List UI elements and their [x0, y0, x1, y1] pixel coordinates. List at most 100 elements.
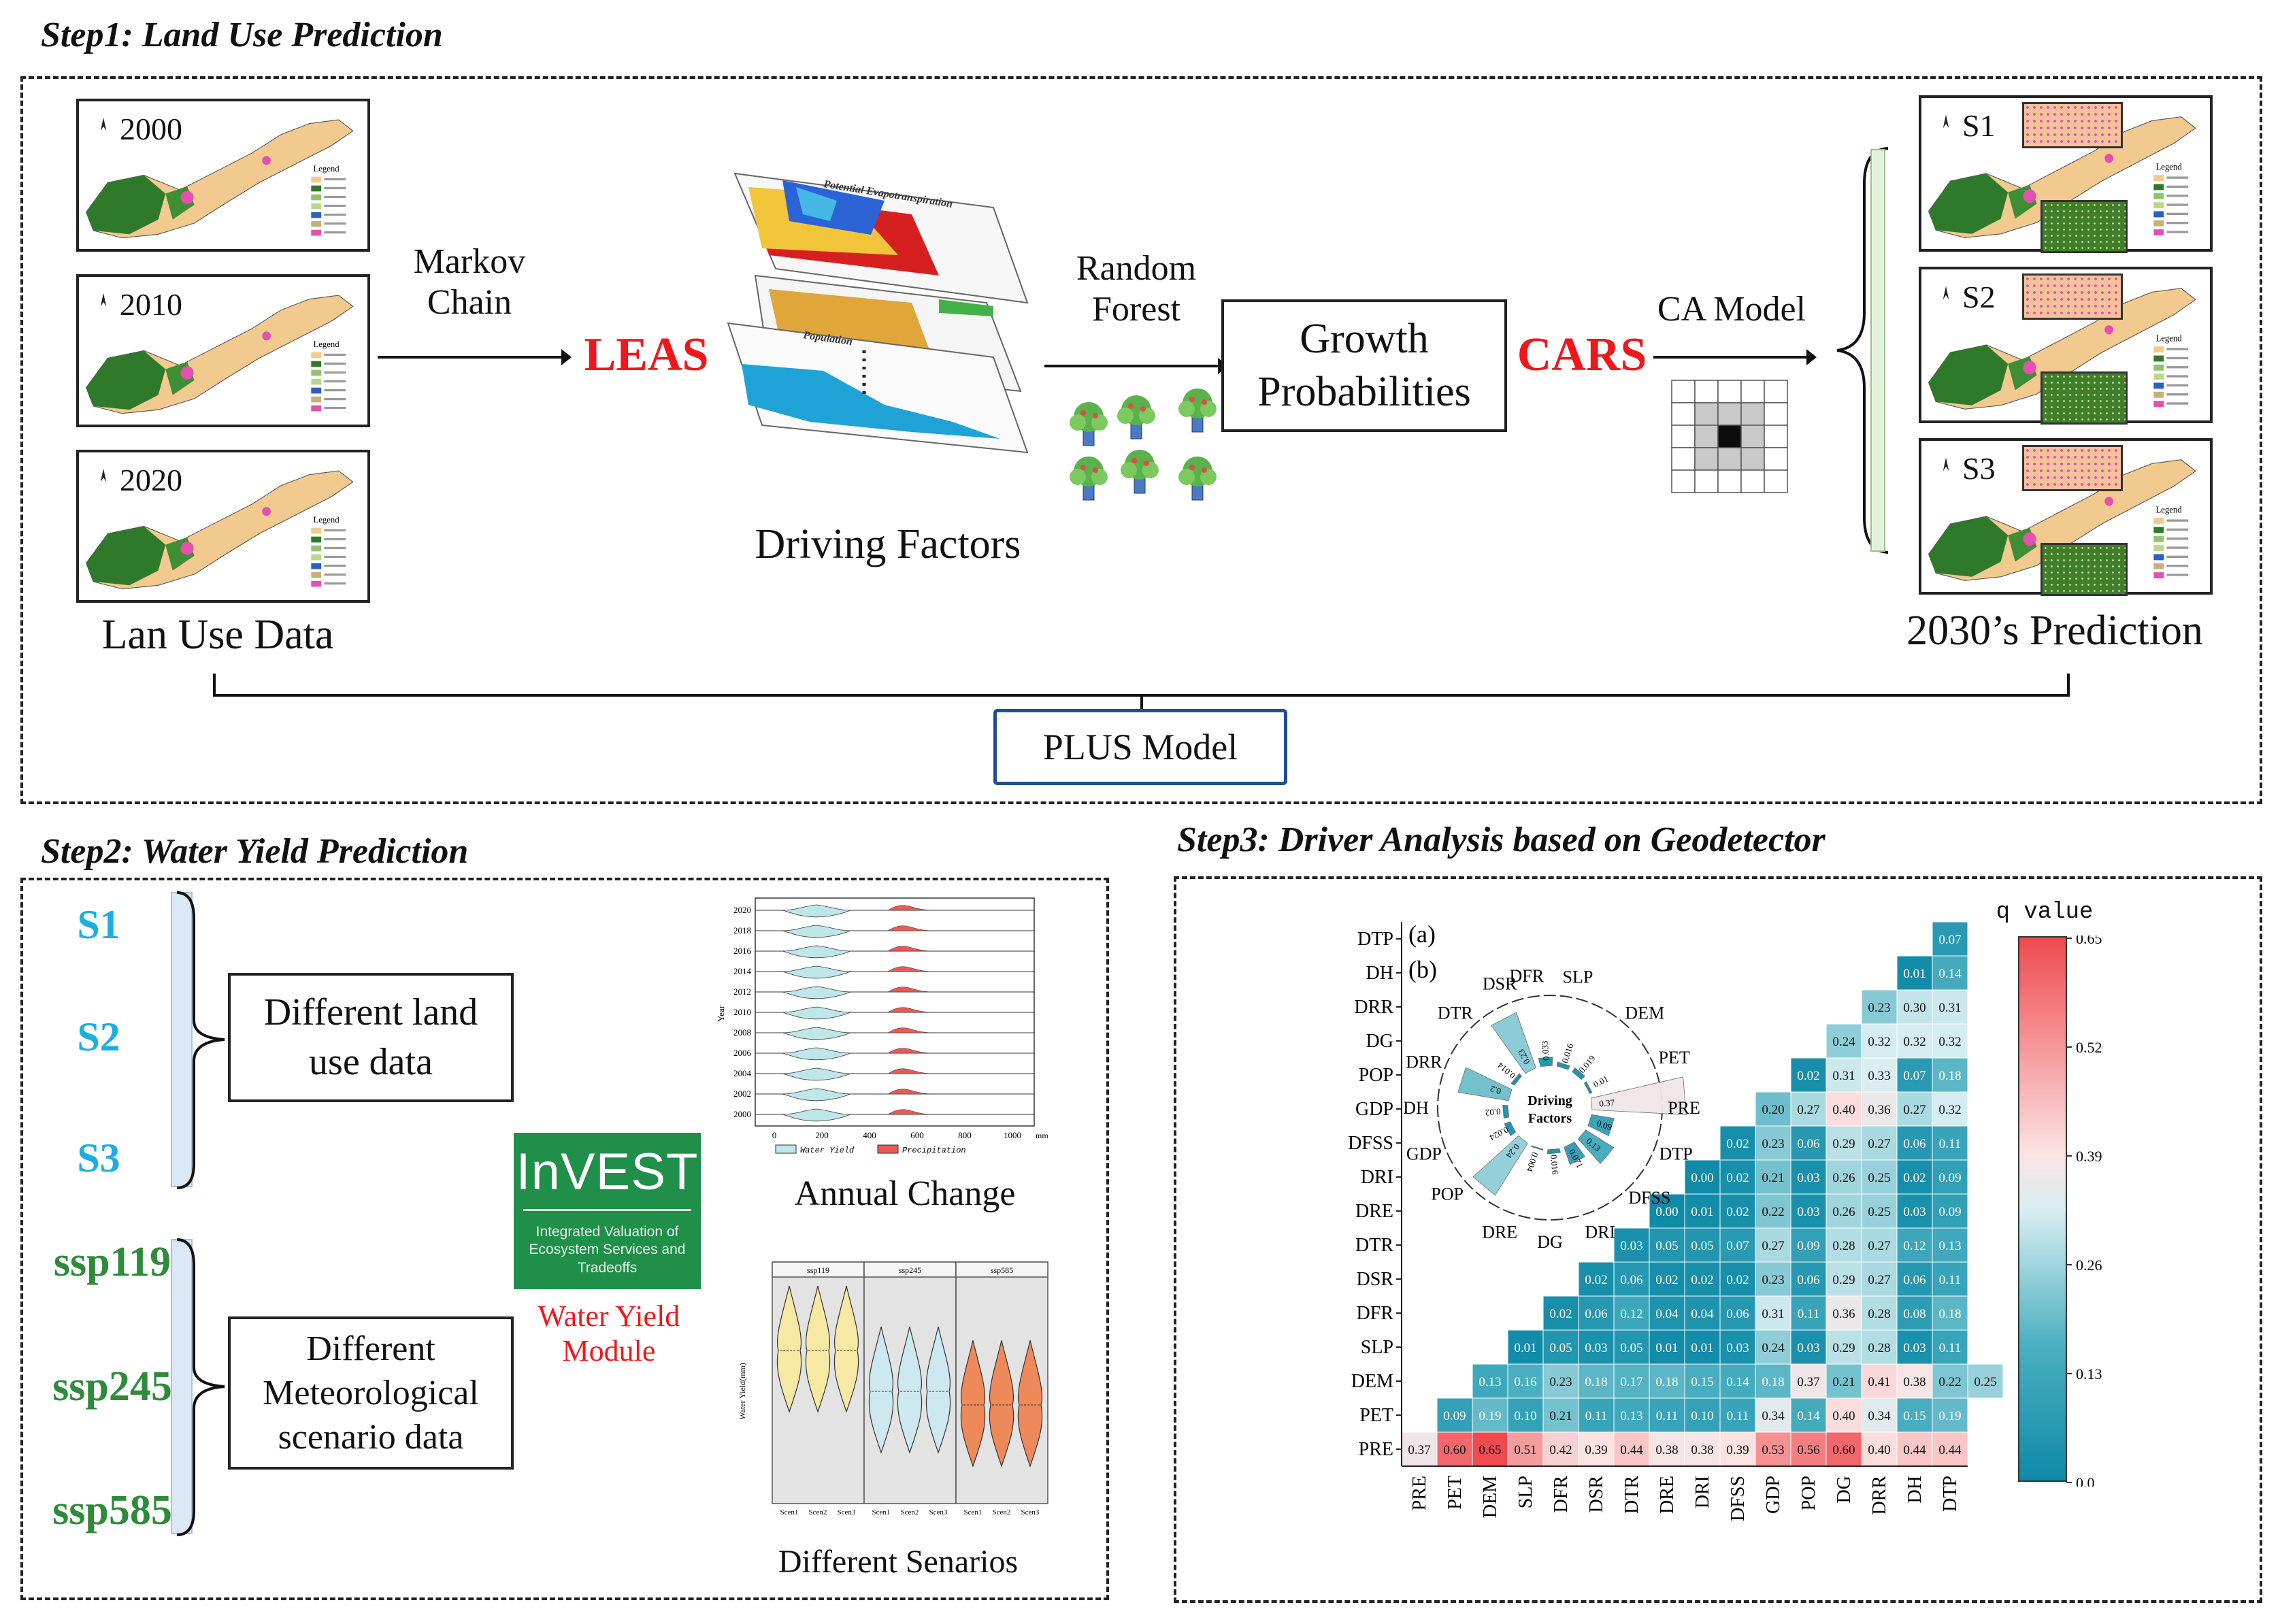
ca-grid-cell [1740, 447, 1765, 471]
polar-bar [1457, 1067, 1513, 1101]
matrix-cell [1932, 1159, 1968, 1195]
matrix-col-label: SLP [1515, 1476, 1536, 1508]
water-yield-ridge [782, 925, 851, 938]
water-yield-module-label: Water Yield Module [538, 1299, 680, 1368]
matrix-cell-value: 0.12 [1620, 1307, 1642, 1321]
matrix-cell-value: 0.38 [1691, 1443, 1713, 1457]
matrix-cell [1542, 1363, 1579, 1399]
matrix-cell [1649, 1295, 1685, 1331]
matrix-row-label: DRE [1355, 1201, 1393, 1222]
ca-grid-cell [1717, 447, 1742, 471]
matrix-cell [1825, 1023, 1862, 1059]
invest-subtitle: Integrated Valuation of Ecosystem Servic… [529, 1224, 686, 1276]
polar-factor-label: DTP [1659, 1144, 1693, 1163]
matrix-cell-value: 0.16 [1514, 1375, 1536, 1389]
matrix-cell-value: 0.20 [1762, 1103, 1784, 1117]
matrix-cell-value: 0.19 [1478, 1409, 1501, 1423]
matrix-cell [1578, 1363, 1615, 1399]
matrix-cell-value: 0.06 [1726, 1307, 1749, 1321]
matrix-cell-value: 0.09 [1938, 1205, 1961, 1219]
colorbar-tick-label: 0.65 [2076, 935, 2102, 947]
water-yield-ridge [782, 1088, 851, 1101]
annual-year-tick: 2010 [733, 1007, 751, 1017]
matrix-cell-value: 0.05 [1620, 1341, 1642, 1355]
precipitation-ridge [887, 1027, 933, 1033]
matrix-cell [1896, 1363, 1933, 1399]
matrix-cell [1719, 1159, 1756, 1195]
matrix-cell [1507, 1431, 1544, 1467]
matrix-cell-value: 0.11 [1939, 1341, 1962, 1355]
matrix-cell-value: 0.32 [1868, 1035, 1890, 1049]
matrix-cell-value: 0.03 [1797, 1205, 1819, 1219]
matrix-cell-value: 0.44 [1620, 1443, 1643, 1457]
matrix-cell [1932, 1023, 1968, 1059]
matrix-cell-value: 0.05 [1655, 1239, 1678, 1253]
matrix-cell-value: 0.51 [1514, 1443, 1536, 1457]
matrix-cell-value: 0.27 [1868, 1137, 1890, 1151]
matrix-cell [1507, 1363, 1544, 1399]
zoom-inset-forest [2041, 371, 2128, 425]
matrix-cell [1932, 1363, 1968, 1399]
markov-chain-label: Markov Chain [413, 242, 526, 322]
matrix-cell-value: 0.03 [1903, 1341, 1926, 1355]
polar-factor-label: DSR [1483, 974, 1517, 993]
driving-factors-label: Driving Factors [755, 521, 1021, 567]
svg-text:Legend: Legend [2156, 333, 2183, 343]
matrix-cell [1649, 1397, 1685, 1433]
matrix-cell-value: 0.30 [1903, 1001, 1926, 1015]
violin-panel-title: ssp245 [899, 1265, 921, 1275]
polar-center-label-1: Driving [1527, 1093, 1572, 1108]
matrix-cell-value: 0.40 [1832, 1103, 1855, 1117]
matrix-cell [1649, 1329, 1685, 1365]
matrix-cell [1684, 1261, 1721, 1297]
matrix-cell-value: 0.39 [1726, 1443, 1749, 1457]
matrix-cell [1932, 1125, 1968, 1161]
matrix-cell [1861, 1397, 1898, 1433]
matrix-cell-value: 0.05 [1691, 1239, 1713, 1253]
zoom-inset-forest [2041, 200, 2128, 253]
matrix-cell [1613, 1227, 1650, 1263]
matrix-cell [1684, 1363, 1721, 1399]
matrix-cell [1578, 1295, 1615, 1331]
annual-year-tick: 2016 [733, 946, 752, 956]
matrix-cell [1790, 1261, 1827, 1297]
polar-bar [1510, 1073, 1523, 1086]
matrix-col-label: PRE [1409, 1476, 1430, 1510]
matrix-cell-value: 0.21 [1762, 1171, 1784, 1185]
legend-precipitation-swatch [877, 1144, 899, 1154]
plus-model-box: PLUS Model [993, 709, 1287, 785]
precipitation-ridge [887, 946, 933, 952]
violin-shape [833, 1285, 859, 1413]
annual-change-chart: 2020201820162014201220102008200620042002… [716, 897, 1048, 1155]
violin-xtick: Scen1 [872, 1508, 891, 1517]
matrix-cell [1755, 1091, 1791, 1127]
step2-s1: S1 [77, 902, 120, 947]
ca-model-label: CA Model [1657, 290, 1806, 329]
matrix-cell-value: 0.02 [1549, 1307, 1572, 1321]
matrix-col-label: DG [1834, 1476, 1855, 1503]
matrix-cell [1861, 1329, 1898, 1365]
polar-factor-label: DTR [1438, 1004, 1474, 1023]
different-land-use-label: Different land use data [263, 991, 478, 1083]
ca-grid-cell [1740, 380, 1765, 403]
leas-label: LEAS [584, 329, 709, 381]
legend-water-yield: Water Yield [800, 1146, 855, 1155]
annual-xunit: mm [1036, 1131, 1048, 1140]
land-use-map-2010-label: 2010 [120, 287, 182, 322]
step1-panel [20, 76, 2262, 804]
matrix-cell-value: 0.27 [1903, 1103, 1926, 1117]
matrix-row-label: DSR [1357, 1269, 1394, 1290]
matrix-cell-value: 0.53 [1762, 1443, 1784, 1457]
polar-factor-label: PRE [1668, 1098, 1700, 1118]
matrix-cell-value: 0.13 [1478, 1375, 1501, 1389]
matrix-cell [1825, 1431, 1862, 1467]
polar-bar-value: 0.033 [1539, 1040, 1551, 1061]
ca-grid-cell [1694, 469, 1719, 493]
matrix-cell-value: 0.10 [1691, 1409, 1713, 1423]
matrix-col-label: GDP [1763, 1476, 1784, 1514]
polar-bar [1547, 1148, 1561, 1155]
matrix-cell-value: 0.29 [1832, 1273, 1855, 1287]
plus-model-label: PLUS Model [1042, 727, 1238, 767]
matrix-cell [1790, 1329, 1827, 1365]
